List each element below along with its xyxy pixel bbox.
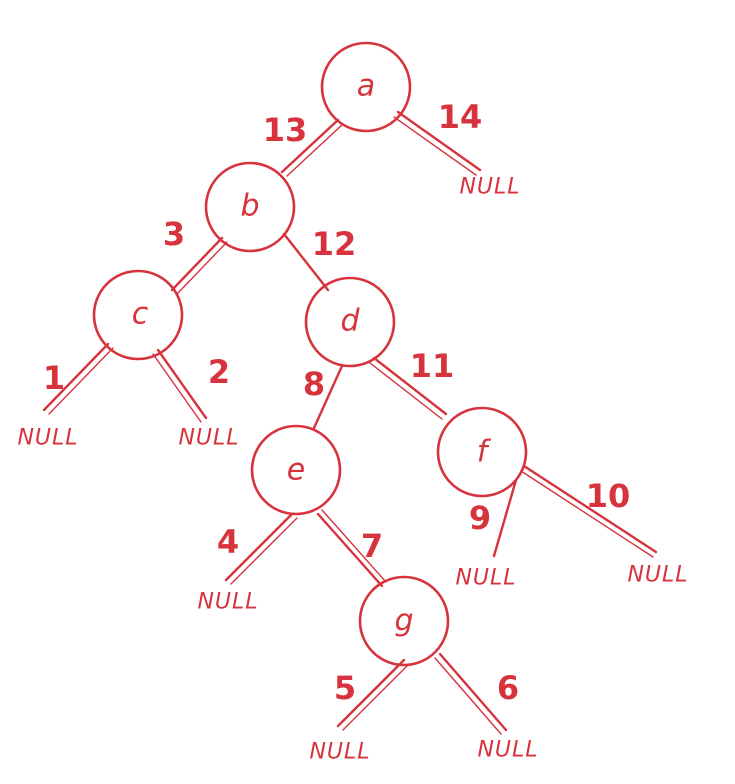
node-b-label: b: [240, 189, 259, 224]
edge-g-null-right: [438, 652, 508, 732]
edge-e-null: [224, 512, 294, 582]
edge-labels: 13 14 3 12 1 2 8 11 4 7 9 10 5 6: [43, 98, 630, 707]
node-c: c: [92, 269, 184, 361]
node-d: d: [304, 276, 396, 368]
node-f-label: f: [477, 435, 492, 470]
edge-d-f-second-stroke: [369, 362, 443, 420]
edge-label-c-null-left: 1: [43, 359, 65, 397]
edge-b-d: [282, 232, 330, 292]
node-b-circle: [204, 161, 296, 253]
edge-label-f-null-left: 9: [469, 499, 491, 537]
edge-f-null-right-second-stroke: [520, 470, 654, 558]
null-label-c-left: NULL: [17, 426, 78, 451]
edge-f-null-left: [492, 478, 518, 558]
edge-label-e-g: 7: [361, 527, 383, 565]
edge-e-g-second-stroke: [321, 509, 387, 583]
node-f-circle: [436, 406, 528, 498]
edges: [42, 110, 658, 735]
node-g-circle: [358, 575, 450, 667]
null-leaves: NULL NULL NULL NULL NULL NULL NULL NULL: [17, 175, 688, 765]
edge-b-c-second-stroke: [176, 241, 228, 295]
node-e-label: e: [287, 453, 305, 488]
node-d-circle: [304, 276, 396, 368]
node-e: e: [250, 424, 342, 516]
edge-label-g-null-left: 5: [334, 669, 356, 707]
edge-d-e: [312, 364, 344, 430]
node-g-label: g: [394, 604, 413, 639]
null-label-g-right: NULL: [477, 738, 538, 763]
edge-label-d-f: 11: [410, 347, 455, 385]
edge-c-null-left-second-stroke: [48, 347, 114, 415]
node-b: b: [204, 161, 296, 253]
edge-a-b: [280, 118, 340, 174]
edge-c-null-left: [42, 342, 110, 412]
edge-label-c-null-right: 2: [208, 353, 230, 391]
edge-e-null-second-stroke: [230, 517, 298, 585]
edge-e-g: [316, 512, 384, 588]
edge-a-b-second-stroke: [286, 123, 344, 177]
edge-a-null-second-stroke: [393, 116, 477, 176]
node-a-label: a: [357, 69, 375, 104]
null-label-f-left: NULL: [455, 566, 516, 591]
edge-label-g-null-right: 6: [497, 669, 519, 707]
null-label-f-right: NULL: [627, 563, 688, 588]
edge-f-null-right: [522, 464, 658, 554]
null-label-a-right: NULL: [459, 175, 520, 200]
null-label-e-left: NULL: [197, 590, 258, 615]
edge-label-a-b: 13: [263, 111, 308, 149]
node-f: f: [436, 406, 528, 498]
node-g: g: [358, 575, 450, 667]
node-a-circle: [320, 41, 412, 133]
edge-label-b-d: 12: [312, 225, 357, 263]
edge-label-b-c: 3: [163, 215, 185, 253]
node-c-label: c: [132, 297, 149, 332]
edge-c-null-right-second-stroke: [152, 353, 202, 423]
edge-a-null: [396, 110, 482, 172]
edge-g-null-right-second-stroke: [434, 657, 502, 735]
edge-c-null-right: [156, 348, 208, 420]
edge-d-f: [372, 356, 448, 416]
edge-label-f-null-right: 10: [586, 477, 631, 515]
edge-label-e-null: 4: [217, 523, 239, 561]
null-label-g-left: NULL: [309, 740, 370, 765]
node-c-circle: [92, 269, 184, 361]
node-e-circle: [250, 424, 342, 516]
node-d-label: d: [340, 304, 360, 339]
null-label-c-right: NULL: [178, 426, 239, 451]
edge-b-c: [170, 236, 224, 292]
node-a: a: [320, 41, 412, 133]
edge-label-a-null: 14: [438, 98, 483, 136]
edge-g-null-left-second-stroke: [342, 663, 410, 731]
edge-g-null-left: [336, 658, 406, 728]
edge-label-d-e: 8: [303, 365, 325, 403]
